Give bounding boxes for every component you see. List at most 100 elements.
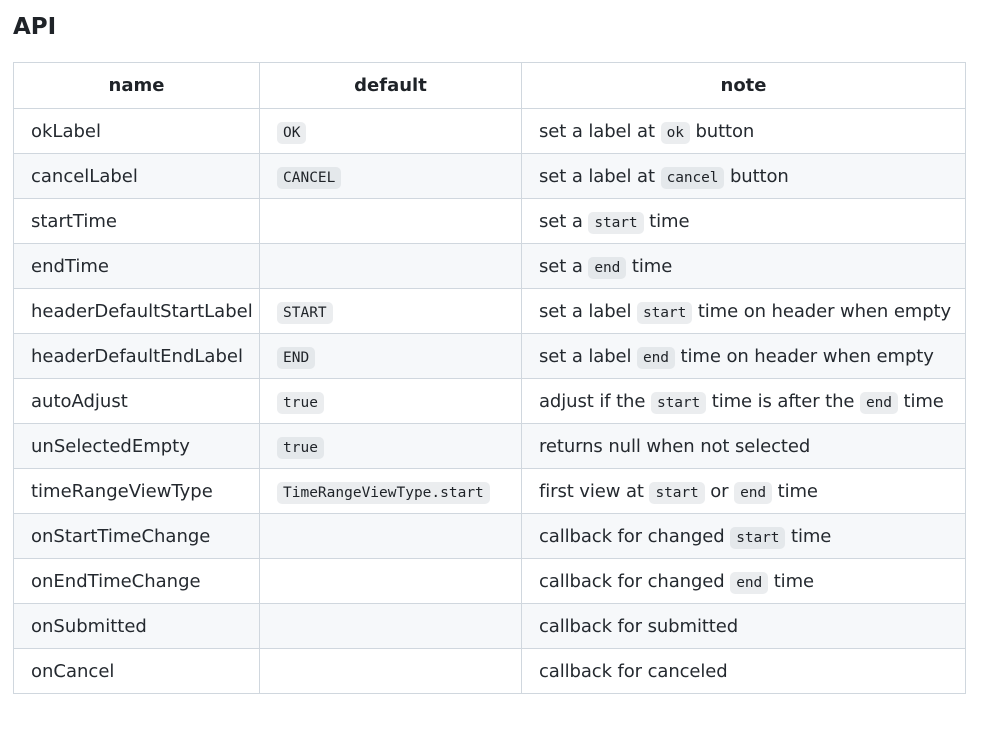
param-name: onEndTimeChange: [13, 558, 260, 604]
table-row: onEndTimeChange callback for changed end …: [13, 558, 966, 604]
table-row: unSelectedEmpty true returns null when not…: [13, 423, 966, 469]
column-header-default: default: [259, 62, 522, 109]
param-name: headerDefaultStartLabel: [13, 288, 260, 334]
default-value-code: START: [277, 301, 333, 324]
default-value-code: CANCEL: [277, 166, 342, 189]
param-default: TimeRangeViewType.start: [259, 468, 522, 514]
note-code: start: [650, 391, 707, 414]
table-row: cancelLabel CANCEL set a label at cancel b…: [13, 153, 966, 199]
note-text: time is after the: [706, 390, 860, 412]
note-text: time: [772, 480, 818, 502]
note-code: start: [637, 301, 693, 324]
param-note: callback for submitted: [521, 603, 966, 649]
table-row: startTime set a start time: [13, 198, 966, 244]
param-default: [259, 648, 522, 694]
table-row: autoAdjust true adjust if the start time i…: [13, 378, 966, 424]
note-text: callback for canceled: [539, 660, 728, 682]
param-default: [259, 558, 522, 604]
param-note: set a label end time on header when empt…: [521, 333, 966, 379]
note-text: returns null when not selected: [539, 435, 811, 457]
note-text: time: [626, 255, 673, 277]
note-text: or: [704, 480, 735, 502]
column-header-name: name: [13, 62, 260, 109]
note-text: set a label: [539, 345, 638, 367]
note-text: set a label at: [539, 165, 661, 187]
note-code: start: [649, 481, 705, 504]
note-text: time: [643, 210, 690, 232]
param-note: callback for changed start time: [521, 513, 966, 559]
note-code: ok: [660, 121, 690, 144]
note-text: set a label: [539, 300, 638, 322]
param-note: callback for changed end time: [521, 558, 966, 604]
param-note: callback for canceled: [521, 648, 966, 694]
note-text: first view at: [539, 480, 650, 502]
column-header-note: note: [521, 62, 966, 109]
param-note: set a start time: [521, 198, 966, 244]
param-name: startTime: [13, 198, 260, 244]
table-row: timeRangeViewType TimeRangeViewType.start…: [13, 468, 966, 514]
note-code: start: [588, 211, 644, 234]
note-code: cancel: [660, 166, 725, 189]
note-text: time: [897, 390, 944, 412]
api-table: name default note okLabel OK set a label a…: [13, 62, 966, 694]
param-note: adjust if the start time is after the en…: [521, 378, 966, 424]
param-default: [259, 243, 522, 289]
param-default: true: [259, 378, 522, 424]
param-name: onSubmitted: [13, 603, 260, 649]
param-name: cancelLabel: [13, 153, 260, 199]
param-default: true: [259, 423, 522, 469]
note-text: time on header when empty: [674, 345, 934, 367]
note-code: start: [730, 526, 786, 549]
note-text: set a: [539, 210, 589, 232]
param-default: CANCEL: [259, 153, 522, 199]
note-code: end: [588, 256, 627, 279]
note-text: adjust if the: [539, 390, 651, 412]
param-name: onStartTimeChange: [13, 513, 260, 559]
param-note: set a label at cancel button: [521, 153, 966, 199]
param-note: set a end time: [521, 243, 966, 289]
note-code: end: [730, 571, 769, 594]
note-text: set a: [539, 255, 589, 277]
table-row: headerDefaultStartLabel START set a label …: [13, 288, 966, 334]
note-text: button: [724, 165, 789, 187]
note-code: end: [860, 391, 898, 414]
note-text: callback for changed: [539, 525, 731, 547]
table-row: onCancel callback for canceled: [13, 648, 966, 694]
param-default: [259, 513, 522, 559]
note-text: set a label at: [539, 120, 661, 142]
param-default: [259, 603, 522, 649]
param-name: onCancel: [13, 648, 260, 694]
table-row: okLabel OK set a label at ok button: [13, 108, 966, 154]
table-row: onStartTimeChange callback for changed st…: [13, 513, 966, 559]
default-value-code: END: [277, 346, 316, 369]
table-row: onSubmitted callback for submitted: [13, 603, 966, 649]
note-text: time: [768, 570, 814, 592]
note-text: callback for submitted: [539, 615, 739, 637]
param-default: [259, 198, 522, 244]
note-text: time on header when empty: [692, 300, 952, 322]
table-row: headerDefaultEndLabel END set a label end …: [13, 333, 966, 379]
param-name: timeRangeViewType: [13, 468, 260, 514]
param-name: endTime: [13, 243, 260, 289]
param-name: headerDefaultEndLabel: [13, 333, 260, 379]
param-name: autoAdjust: [13, 378, 260, 424]
default-value-code: TimeRangeViewType.start: [277, 481, 490, 504]
note-code: end: [637, 346, 675, 369]
note-text: button: [689, 120, 755, 142]
default-value-code: true: [277, 391, 324, 414]
param-note: set a label at ok button: [521, 108, 966, 154]
param-note: first view at start or end time: [521, 468, 966, 514]
param-note: set a label start time on header when em…: [521, 288, 966, 334]
note-code: end: [734, 481, 772, 504]
table-row: endTime set a end time: [13, 243, 966, 289]
section-heading: API: [13, 14, 57, 40]
note-text: callback for changed: [539, 570, 731, 592]
default-value-code: true: [277, 436, 324, 459]
default-value-code: OK: [277, 121, 307, 144]
table-header-row: name default note: [13, 62, 966, 109]
param-name: unSelectedEmpty: [13, 423, 260, 469]
param-name: okLabel: [13, 108, 260, 154]
param-note: returns null when not selected: [521, 423, 966, 469]
param-default: END: [259, 333, 522, 379]
param-default: OK: [259, 108, 522, 154]
